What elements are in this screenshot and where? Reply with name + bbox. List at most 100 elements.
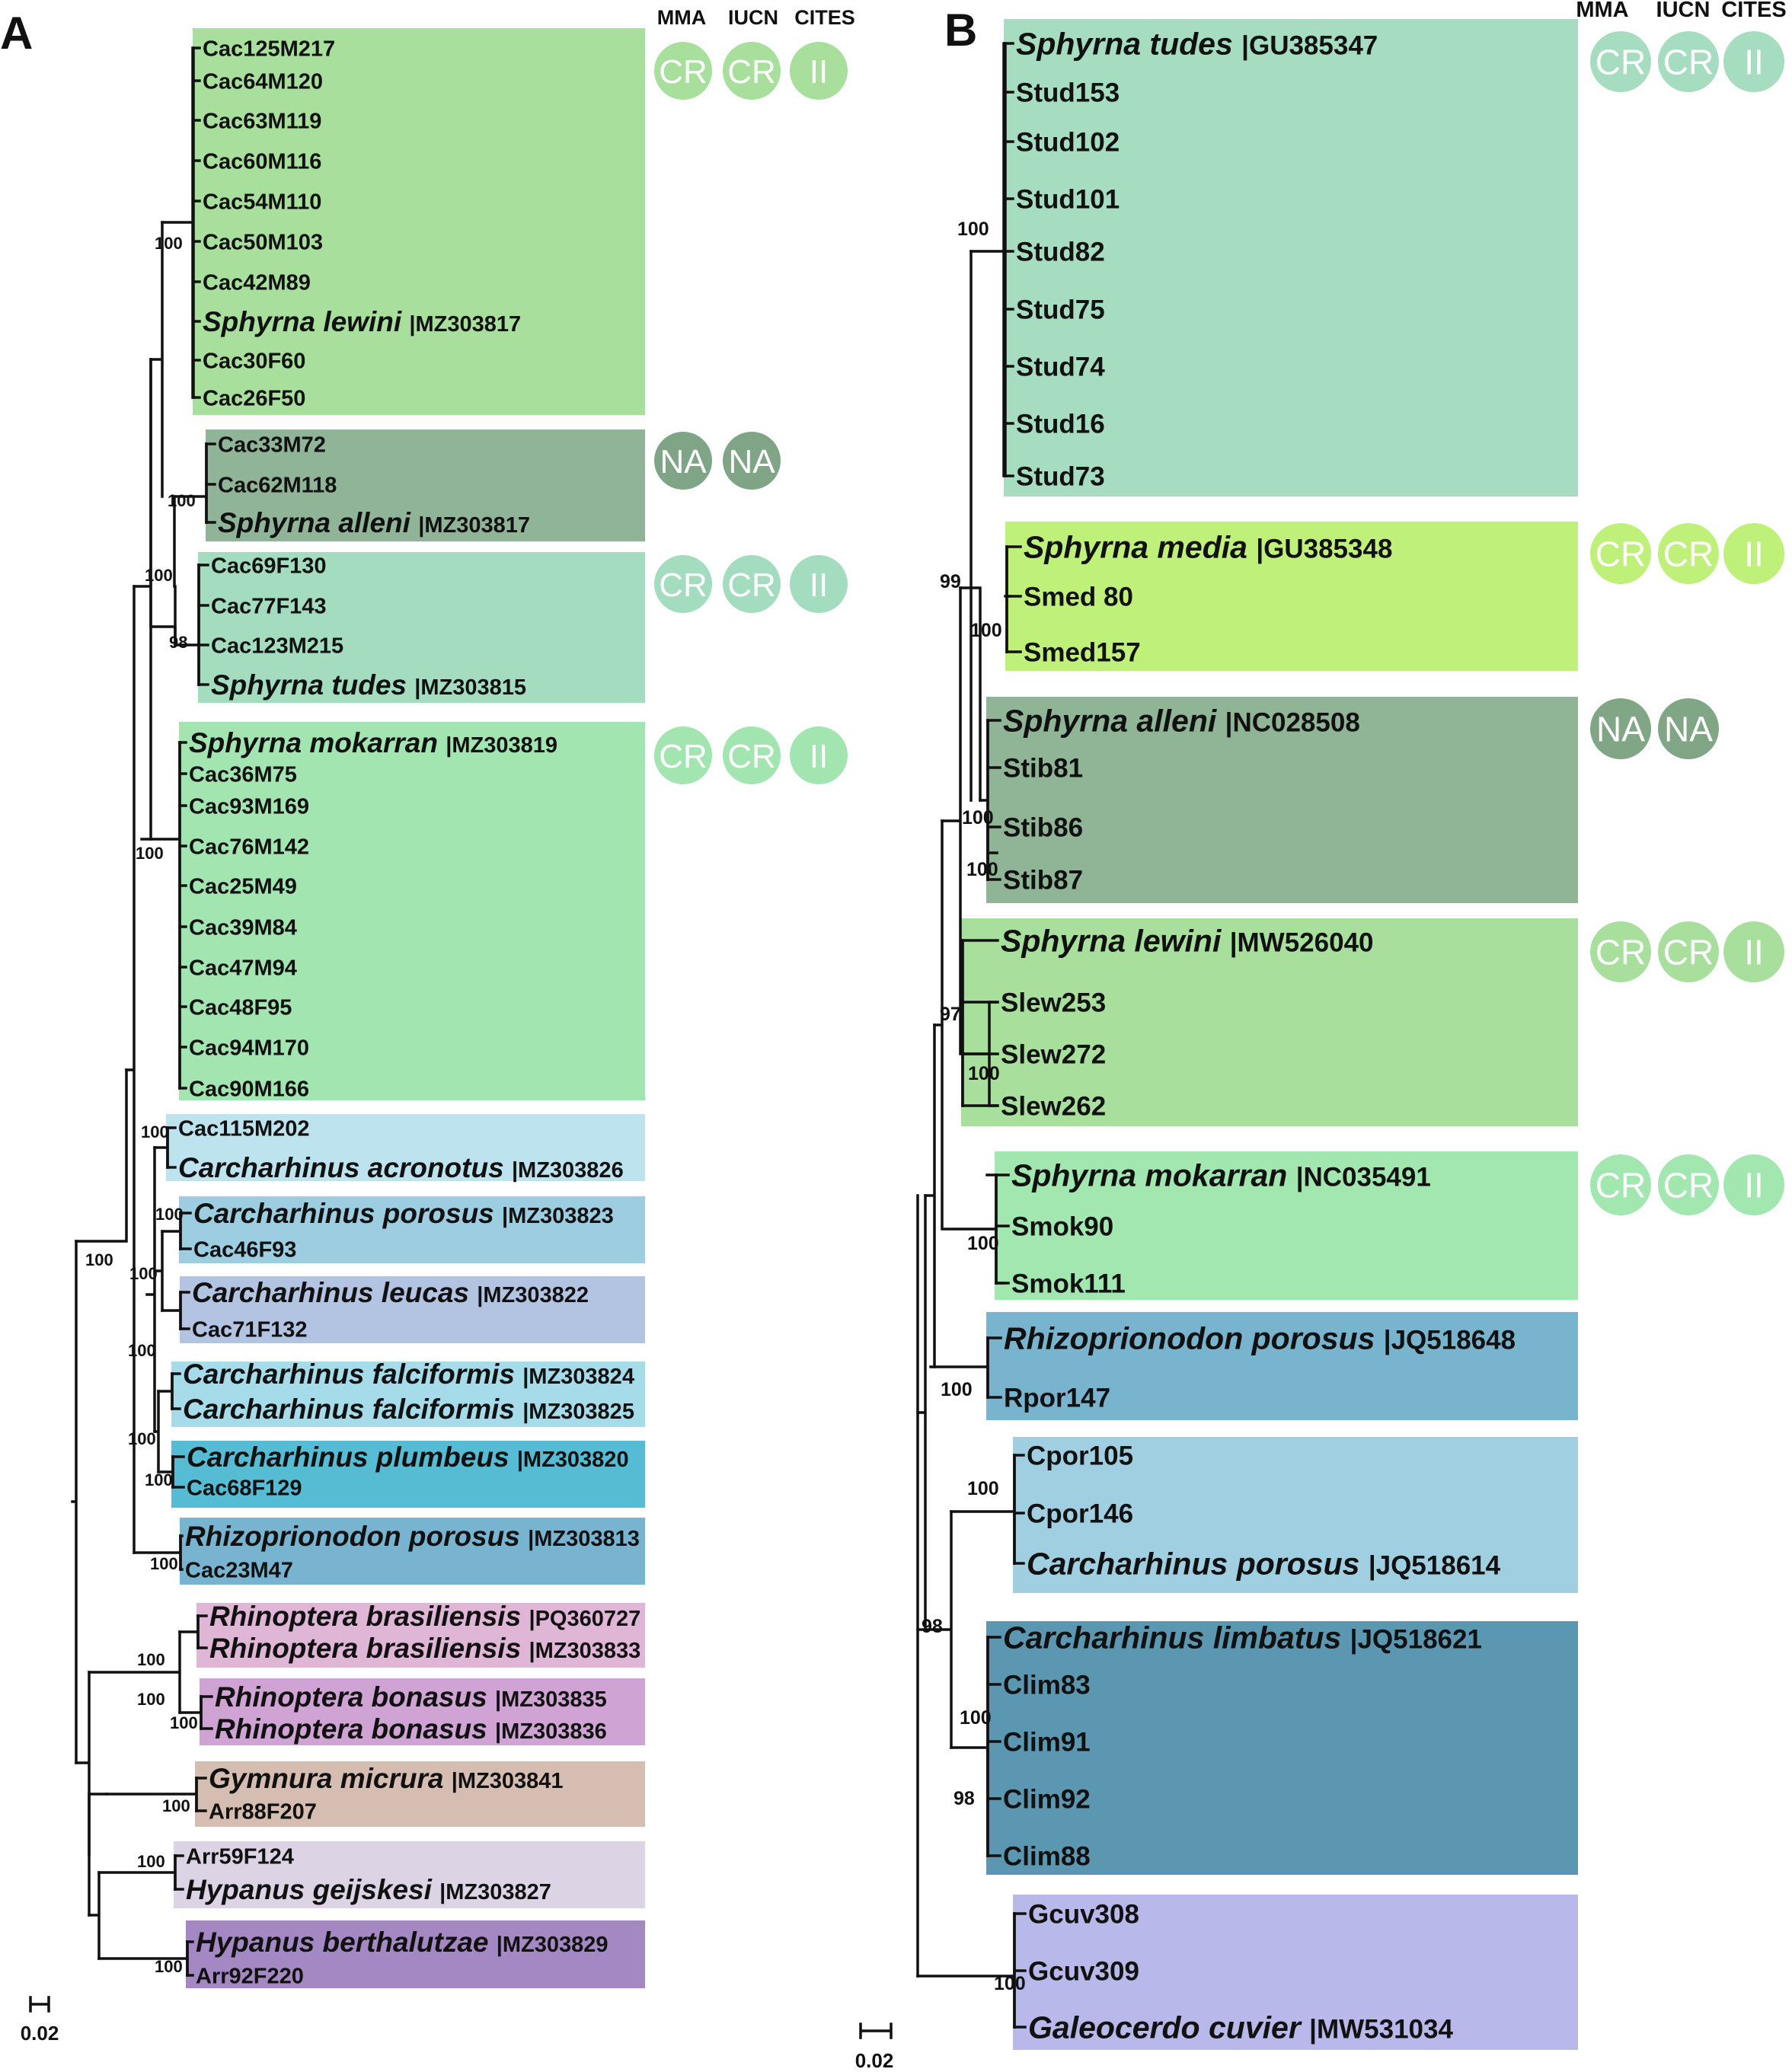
panel-b-specimen-label: Clim83 [1003, 1671, 1091, 1700]
panel-a-clade-box [180, 1518, 645, 1585]
panel-a-internal-branch [173, 442, 208, 524]
species-name: Sphyrna mokarran [189, 727, 446, 758]
accession-number: |MZ303825 [522, 1400, 634, 1424]
accession-number: |JQ518621 [1350, 1624, 1482, 1654]
panel-b-specimen-label: Stud74 [1016, 353, 1105, 382]
species-name: Sphyrna mokarran [1011, 1157, 1296, 1192]
panel-a-support-value: 100 [137, 1852, 165, 1871]
panel-b-support-value: 99 [940, 571, 961, 592]
panel-a-internal-branch [153, 1126, 169, 1169]
panel-a-status-cr: CR [659, 567, 708, 604]
panel-a-status-na: NA [728, 443, 775, 480]
accession-number: |JQ518614 [1369, 1550, 1501, 1580]
panel-a-internal-branch [145, 1146, 156, 1433]
panel-a-internal-branch [88, 1871, 101, 1960]
panel-b-species-label: Carcharhinus porosus |JQ518614 [1027, 1546, 1501, 1581]
panel-a-specimen-label: Cac54M110 [203, 190, 321, 214]
panel-b-status-ii: II [1744, 535, 1764, 574]
panel-a-support-value: 100 [150, 1554, 178, 1573]
species-name: Rhinoptera brasiliensis [209, 1633, 529, 1664]
panel-a-species-label: Rhinoptera bonasus |MZ303836 [215, 1713, 607, 1745]
accession-number: |MZ303817 [409, 312, 521, 337]
panel-b-species-label: Carcharhinus limbatus |JQ518621 [1003, 1620, 1482, 1655]
panel-a-support-value: 100 [155, 234, 183, 253]
species-name: Carcharhinus leucas [192, 1277, 477, 1308]
panel-a-species-label: Rhinoptera brasiliensis |MZ303833 [209, 1633, 640, 1664]
accession-number: |MZ303833 [529, 1639, 640, 1663]
species-name: Sphyrna alleni [1003, 703, 1225, 738]
panel-b-support-value: 100 [970, 620, 1002, 641]
panel-b-status-circle-cr [1658, 523, 1719, 584]
panel-a-support-value: 98 [169, 633, 187, 652]
panel-a-internal-branch [149, 221, 177, 647]
species-name: Carcharhinus porosus [1027, 1546, 1369, 1581]
panel-a-species-label: Sphyrna mokarran |MZ303819 [189, 727, 557, 758]
panel-b-internal-branch [969, 42, 1005, 477]
accession-number: |MZ303835 [495, 1687, 607, 1712]
accession-number: |MZ303815 [414, 675, 526, 700]
panel-a-specimen-label: Arr59F124 [186, 1844, 294, 1869]
panel-a-specimen-label: Cac62M118 [218, 473, 337, 497]
panel-a-specimen-label: Cac50M103 [203, 230, 323, 254]
panel-b-specimen-label: Smok90 [1011, 1212, 1113, 1242]
panel-a-internal-branch [133, 1534, 182, 1571]
panel-a-specimen-label: Cac39M84 [189, 915, 297, 940]
panel-a-support-value: 100 [145, 566, 173, 585]
panel-b-status-cr: CR [1596, 535, 1646, 574]
panel-b-species-label: Sphyrna media |GU385348 [1024, 529, 1392, 564]
species-name: Sphyrna tudes [211, 669, 414, 701]
panel-a-scale-bar [29, 1996, 50, 2013]
panel-a-status-circle-cr [654, 42, 712, 100]
panel-b-clade-box [1013, 1895, 1578, 2050]
accession-number: |MW531034 [1309, 2014, 1453, 2044]
panel-a-support-value: 100 [145, 1470, 173, 1489]
accession-number: |MZ303819 [446, 733, 557, 758]
panel-b-specimen-label: Stud101 [1016, 185, 1120, 215]
panel-b-internal-branch [929, 1336, 989, 1399]
panel-b-status-ii: II [1744, 1166, 1764, 1205]
accession-number: |MZ303836 [495, 1719, 607, 1744]
panel-a-specimen-label: Cac77F143 [211, 594, 327, 618]
panel-a-clade-box [180, 1276, 645, 1343]
panel-b-status-circle-cr [1590, 523, 1651, 584]
accession-number: |MZ303827 [439, 1880, 551, 1904]
accession-number: |MZ303826 [512, 1158, 624, 1183]
panel-a-status-circle-cr [654, 555, 712, 613]
panel-b-status-circle-cr [1658, 921, 1719, 982]
panel-a-scale-label: 0.02 [21, 2022, 59, 2045]
panel-b-specimen-label: Stud102 [1016, 128, 1120, 158]
panel-b-internal-branch [916, 1510, 953, 1749]
panel-a-specimen-label: Cac64M120 [203, 69, 323, 94]
panel-b-specimen-label: Smok111 [1011, 1269, 1126, 1299]
species-name: Carcharhinus plumbeus [187, 1441, 517, 1473]
species-name: Hypanus berthalutzae [196, 1927, 497, 1958]
panel-a-specimen-label: Cac71F132 [192, 1317, 308, 1342]
panel-a-status-circle-cr [723, 42, 781, 100]
panel-a-internal-branch [157, 1455, 174, 1489]
panel-a-clade-box [193, 28, 645, 415]
accession-number: |MZ303820 [517, 1448, 629, 1472]
panel-b-specimen-label: Gcuv309 [1028, 1957, 1139, 1987]
accession-number: |MZ303841 [452, 1769, 564, 1793]
panel-b-specimen-label: Slew253 [1001, 988, 1106, 1018]
panel-b-specimen-label: Stud82 [1016, 238, 1105, 267]
panel-a-specimen-label: Cac69F130 [211, 554, 327, 578]
accession-number: |MZ303813 [528, 1527, 640, 1551]
panel-a-support-value: 100 [136, 844, 164, 863]
panel-b-scale-label: 0.02 [855, 2049, 894, 2072]
panel-a-status-ii: II [810, 738, 828, 775]
panel-b-clade-box [986, 1621, 1578, 1875]
panel-b-species-label: Sphyrna alleni |NC028508 [1003, 703, 1360, 738]
species-name: Carcharhinus falciformis [183, 1394, 522, 1425]
panel-b-status-circle-ii [1723, 1154, 1784, 1215]
panel-a-specimen-label: Cac42M89 [203, 270, 311, 295]
panel-a-internal-branch [140, 741, 181, 1090]
panel-a-support-value: 100 [128, 1429, 156, 1448]
accession-number: |GU385347 [1241, 30, 1378, 60]
panel-a-species-label: Rhizoprionodon porosus |MZ303813 [185, 1521, 640, 1552]
species-name: Gymnura micrura [209, 1763, 452, 1794]
panel-a-support-value: 100 [128, 1341, 156, 1360]
panel-a-clade-box [179, 722, 645, 1100]
panel-b-internal-branch [959, 250, 982, 802]
